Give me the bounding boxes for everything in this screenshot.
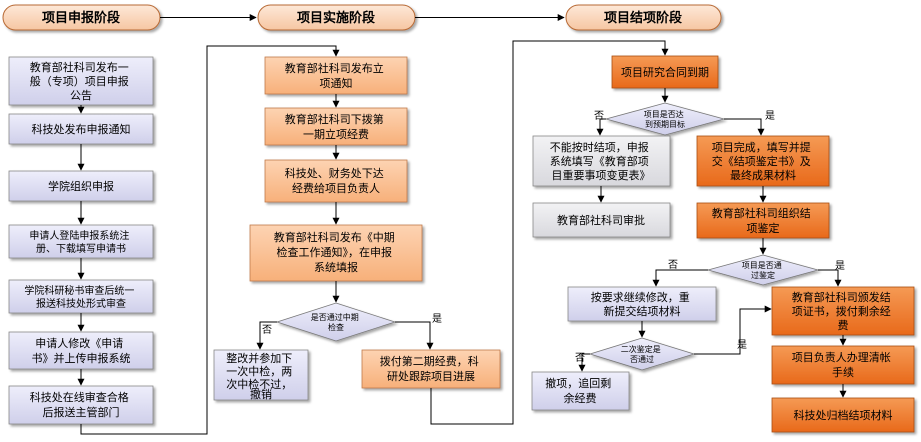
col3-cancel-text: 撤项，追回剩 余经费 — [545, 376, 615, 405]
second-no-label: 否 — [575, 352, 585, 364]
col2-box-rectify: 整改并参加下 一次中检，两 次中检不过， 撤销 — [213, 349, 309, 401]
col1-box-college: 学院组织申报 — [8, 170, 154, 202]
appraisal-yes-label: 是 — [835, 260, 845, 272]
appraisal-no-label: 否 — [668, 259, 678, 271]
stage-header-apply: 项目申报阶段 — [2, 4, 161, 31]
col1-b1-text: 教育部社科司发布一 般（专项）项目申报 公告 — [30, 60, 133, 102]
col2-b2-text: 教育部社科司下拨第 一期立项经费 — [285, 112, 388, 141]
stage-header-implement: 项目实施阶段 — [257, 4, 416, 31]
col3-box-completed: 项目完成，填写并提 交《结项鉴定书》及 最终成果材料 — [696, 135, 830, 187]
col3-decision-goal: 项目是否达 到预期目标 — [604, 102, 726, 136]
col1-box-notice: 科技处发布申报通知 — [8, 113, 154, 145]
col2-box-second-funding: 拨付第二期经费，科 研处跟踪项目进展 — [361, 349, 501, 389]
col1-box-announcement: 教育部社科司发布一 般（专项）项目申报 公告 — [8, 56, 154, 106]
col3-archive-text: 科技处归档结项材料 — [794, 408, 893, 422]
col1-b2-text: 科技处发布申报通知 — [32, 122, 131, 136]
col3-box-cannot-conclude: 不能按时结项，申报 系统填写《教育部项 目重要事项变更表》 — [532, 135, 671, 187]
col3-box-contract-expire: 项目研究合同到期 — [611, 55, 719, 89]
stage-apply-label: 项目申报阶段 — [42, 10, 120, 26]
col3-box-withdraw: 撤项，追回剩 余经费 — [531, 371, 630, 411]
col3-box-archive: 科技处归档结项材料 — [771, 397, 915, 433]
col1-b7-text: 科技处在线审查合格 后报送主管部门 — [30, 390, 133, 419]
col3-box-approval: 教育部社科司审批 — [532, 202, 671, 238]
stage-implement-label: 项目实施阶段 — [297, 10, 375, 26]
col1-b4-text: 申请人登陆申报系统注 册、下载填写申请书 — [29, 229, 132, 255]
midterm-no-label: 否 — [262, 324, 272, 336]
col3-no1-text: 不能按时结项，申报 系统填写《教育部项 目重要事项变更表》 — [550, 140, 653, 182]
col2-box-first-funding: 教育部社科司下拨第 一期立项经费 — [264, 107, 408, 146]
col1-b5-text: 学院科研秘书审查后统一 报送科技处形式审查 — [24, 284, 137, 310]
col3-top-text: 项目研究合同到期 — [621, 65, 709, 79]
col3-yes1-text: 项目完成，填写并提 交《结项鉴定书》及 最终成果材料 — [712, 140, 815, 182]
connector-col1-col2 — [80, 45, 340, 435]
col3-d2-text: 项目是否通 过鉴定 — [742, 260, 785, 280]
col1-b3-text: 学院组织申报 — [48, 179, 114, 193]
arrow-goal-no — [596, 118, 606, 136]
col1-b6-text: 申请人修改《申请 书》并上传申报系统 — [32, 336, 131, 365]
col3-cert-text: 教育部社科司颁发结 项证书，拨付剩余经 费 — [792, 290, 895, 332]
col3-d1-text: 项目是否达 到预期目标 — [644, 109, 687, 129]
col2-box-midterm-notice: 教育部社科司发布《中期 检查工作通知》，在申报 系统填报 — [249, 224, 423, 282]
arrow-appraisal-no — [652, 269, 708, 287]
col2-yes-box-text: 拨付第二期经费，科 研处跟踪项目进展 — [380, 354, 483, 383]
col3-box-revise: 按要求继续修改，重 新提交结项材料 — [567, 286, 717, 322]
col1-box-revise-upload: 申请人修改《申请 书》并上传申报系统 — [8, 331, 154, 370]
col3-box-certificate: 教育部社科司颁发结 项证书，拨付剩余经 费 — [771, 286, 915, 336]
goal-yes-label: 是 — [765, 110, 775, 122]
col1-box-review: 学院科研秘书审查后统一 报送科技处形式审查 — [8, 279, 154, 314]
second-yes-label: 是 — [737, 339, 747, 351]
col3-box-organize-appraisal: 教育部社科司组织结 项鉴定 — [696, 202, 830, 239]
connector-col2-col3 — [430, 40, 669, 425]
goal-no-label: 否 — [594, 110, 604, 122]
col2-no-box-text: 整改并参加下 一次中检，两 次中检不过， 撤销 — [226, 351, 296, 401]
col2-b1-text: 教育部社科司发布立 项通知 — [285, 61, 388, 90]
arrow-second-no — [578, 353, 590, 372]
arrow-appraisal-yes — [818, 269, 842, 287]
arrow-second-yes — [694, 305, 772, 355]
stage-header-conclude: 项目结项阶段 — [565, 4, 722, 31]
col3-account-text: 项目负责人办理清帐 手续 — [792, 350, 895, 379]
arrow-midterm-no — [256, 321, 277, 350]
col2-box-finance: 科技处、财务处下达 经费给项目负责人 — [264, 159, 408, 203]
arrow-goal-yes — [724, 118, 765, 136]
col3-no1b-text: 教育部社科司审批 — [557, 213, 645, 227]
col3-decision-appraisal: 项目是否通 过鉴定 — [706, 254, 820, 286]
col3-org-text: 教育部社科司组织结 项鉴定 — [712, 206, 815, 235]
arrow-midterm-yes — [395, 321, 434, 350]
col3-revise-text: 按要求继续修改，重 新提交结项材料 — [591, 290, 694, 318]
col3-box-accounts: 项目负责人办理清帐 手续 — [771, 345, 915, 385]
stage-conclude-label: 项目结项阶段 — [604, 10, 682, 26]
col3-d3-text: 二次鉴定是 否通过 — [621, 344, 664, 364]
col2-d1-text: 是否通过中期 检查 — [311, 312, 362, 332]
midterm-yes-label: 是 — [432, 313, 442, 325]
col1-box-register: 申请人登陆申报系统注 册、下载填写申请书 — [8, 224, 154, 259]
col3-decision-second-appraisal: 二次鉴定是 否通过 — [588, 337, 696, 371]
col2-b4-text: 教育部社科司发布《中期 检查工作通知》，在申报 系统填报 — [274, 230, 399, 274]
col1-box-submit: 科技处在线审查合格 后报送主管部门 — [8, 385, 154, 425]
col2-box-approval-notice: 教育部社科司发布立 项通知 — [264, 56, 408, 95]
col2-decision-midterm: 是否通过中期 检查 — [275, 302, 397, 342]
col2-b3-text: 科技处、财务处下达 经费给项目负责人 — [285, 166, 388, 195]
